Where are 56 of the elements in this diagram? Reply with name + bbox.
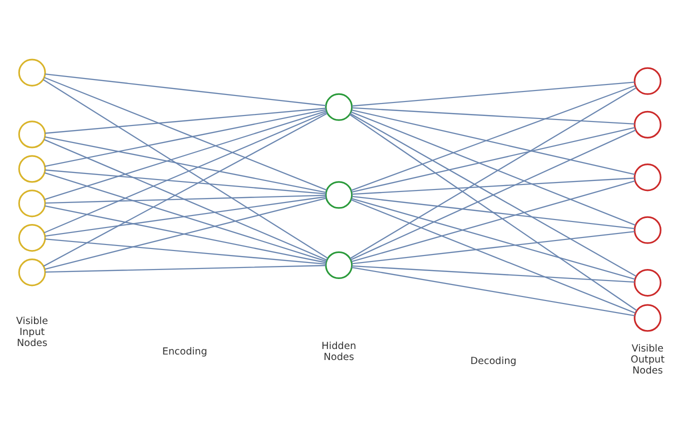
connector [45, 108, 326, 134]
connector [350, 199, 636, 314]
connector [351, 198, 636, 280]
connector [352, 127, 635, 193]
node-circle [634, 110, 662, 138]
connector [352, 230, 635, 264]
node-circle [634, 164, 662, 192]
node-circle [634, 268, 662, 297]
node-circle [18, 120, 46, 148]
connector [45, 194, 326, 204]
connector [42, 79, 328, 259]
connector [45, 264, 326, 273]
connector [349, 114, 638, 311]
label: Visible Input Nodes [16, 316, 48, 350]
connector [352, 82, 635, 107]
node-circle [18, 58, 46, 86]
connector [44, 172, 327, 262]
node-circle [634, 304, 662, 332]
connector [352, 266, 635, 316]
connector [352, 109, 635, 176]
connector [44, 139, 327, 261]
connector [43, 112, 328, 267]
connector [350, 85, 636, 191]
connector [352, 196, 635, 230]
label: Decoding [470, 356, 516, 367]
connector [44, 112, 327, 234]
connector [350, 87, 637, 259]
connector [44, 109, 326, 167]
connector [45, 169, 326, 194]
connector [350, 113, 636, 277]
node-circle [634, 67, 662, 95]
connector [352, 178, 635, 195]
connector [44, 110, 327, 200]
connector [352, 107, 635, 124]
label: Encoding [162, 346, 208, 358]
connector [44, 76, 327, 191]
node-circle [634, 216, 662, 244]
node-circle [18, 155, 46, 183]
label: Visible Output Nodes [630, 343, 665, 377]
connector [350, 130, 636, 260]
connector [44, 136, 326, 193]
node-circle [325, 251, 353, 280]
connector [350, 111, 636, 226]
connector [44, 198, 326, 270]
node-circle [18, 224, 46, 252]
node-circle [325, 181, 353, 209]
node-circle [325, 93, 353, 121]
node-circle [18, 190, 46, 218]
connector [45, 196, 326, 237]
node-circle [18, 258, 46, 286]
label: Hidden Nodes [322, 341, 356, 364]
connector [45, 238, 326, 265]
connector [44, 205, 326, 264]
connector [352, 265, 635, 283]
connector [351, 180, 636, 262]
connector [45, 74, 326, 106]
